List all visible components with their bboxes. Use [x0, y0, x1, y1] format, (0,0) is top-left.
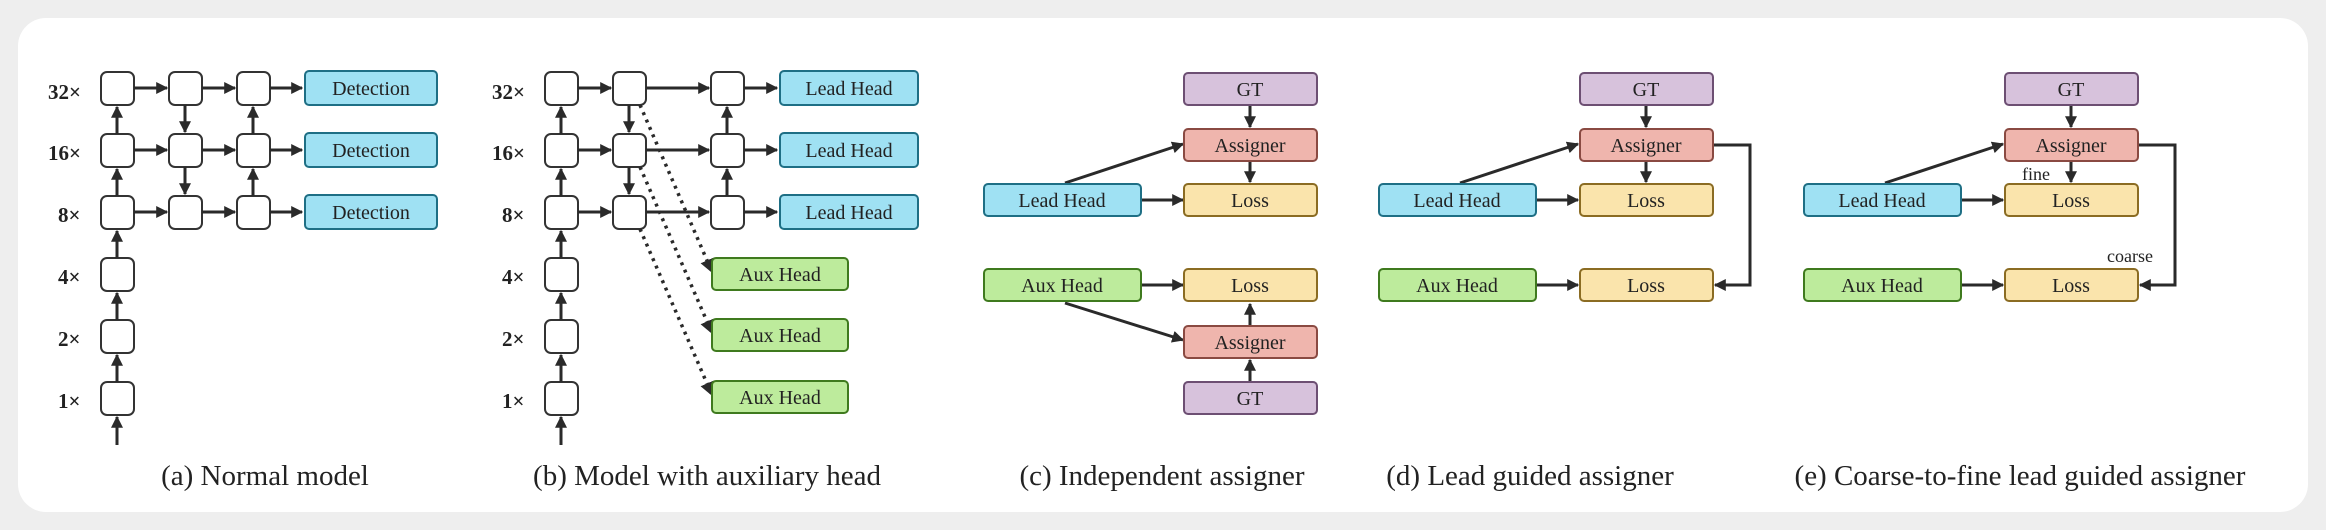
loss-label: Loss — [2052, 275, 2090, 297]
assigner-box: Assigner — [1183, 325, 1318, 359]
aux-head-label: Aux Head — [1416, 275, 1498, 297]
loss-label: Loss — [1231, 190, 1269, 212]
assigner-box: Assigner — [1183, 128, 1318, 162]
caption-d: (d) Lead guided assigner — [1386, 460, 1674, 492]
loss-box: Loss — [2004, 183, 2139, 217]
panel-b-auxiliary-head: 32× 16× 8× 4× 2× 1× — [492, 70, 919, 492]
detection-head: Detection — [304, 194, 438, 230]
lead-head-box: Lead Head — [983, 183, 1142, 217]
gt-label: GT — [1633, 79, 1660, 101]
aux-head-box: Aux Head — [1803, 268, 1962, 302]
detection-head: Detection — [304, 70, 438, 106]
panel-a-normal-model: 32× 16× 8× 4× 2× 1× — [48, 70, 438, 492]
scale-label: 16× — [48, 141, 81, 165]
loss-label: Loss — [1627, 190, 1665, 212]
gt-box: GT — [1183, 72, 1318, 106]
gt-label: GT — [2058, 79, 2085, 101]
panel-c-independent-assigner: GT Assigner Loss Lead Head Aux Head Loss… — [983, 72, 1318, 492]
scale-label: 32× — [48, 80, 81, 104]
aux-head: Aux Head — [711, 318, 849, 352]
lead-head-label: Lead Head — [1838, 190, 1925, 212]
aux-head: Aux Head — [711, 380, 849, 414]
scale-label: 1× — [502, 389, 524, 413]
backbone-nodes — [544, 71, 745, 416]
assigner-label: Assigner — [2035, 135, 2106, 157]
gt-label: GT — [1237, 388, 1264, 410]
aux-head-label: Aux Head — [1021, 275, 1103, 297]
panel-d-arrows — [1459, 106, 1752, 291]
coarse-label: coarse — [2107, 246, 2153, 266]
panel-c-arrows — [1064, 106, 1256, 381]
assigner-label: Assigner — [1214, 135, 1285, 157]
lead-head-label: Lead Head — [805, 78, 892, 100]
panel-e-arrows — [1884, 106, 2177, 291]
detection-label: Detection — [332, 202, 410, 224]
lead-head-box: Lead Head — [1378, 183, 1537, 217]
caption-e: (e) Coarse-to-fine lead guided assigner — [1795, 460, 2246, 492]
panel-a-arrows — [111, 82, 304, 445]
loss-box: Loss — [1183, 183, 1318, 217]
loss-box: Loss — [1579, 268, 1714, 302]
lead-head: Lead Head — [779, 132, 919, 168]
panel-d-lead-guided-assigner: GT Assigner Loss Lead Head Aux Head Loss… — [1378, 72, 1752, 492]
scale-label: 16× — [492, 141, 525, 165]
detection-label: Detection — [332, 78, 410, 100]
scale-label: 8× — [58, 203, 80, 227]
caption-b: (b) Model with auxiliary head — [533, 460, 881, 492]
lead-head-label: Lead Head — [1018, 190, 1105, 212]
scale-label: 1× — [58, 389, 80, 413]
lead-head-label: Lead Head — [805, 140, 892, 162]
loss-box: Loss — [2004, 268, 2139, 302]
loss-label: Loss — [2052, 190, 2090, 212]
lead-head: Lead Head — [779, 70, 919, 106]
scale-label: 32× — [492, 80, 525, 104]
backbone-nodes — [100, 71, 271, 416]
loss-label: Loss — [1231, 275, 1269, 297]
gt-box: GT — [2004, 72, 2139, 106]
detection-label: Detection — [332, 140, 410, 162]
aux-head: Aux Head — [711, 257, 849, 291]
scale-label: 4× — [502, 265, 524, 289]
scale-label: 2× — [58, 327, 80, 351]
scale-label: 2× — [502, 327, 524, 351]
detection-head: Detection — [304, 132, 438, 168]
panel-e-coarse-to-fine-assigner: GT Assigner fine Loss Lead Head coarse A… — [1795, 72, 2246, 492]
caption-a: (a) Normal model — [161, 460, 369, 492]
lead-head-label: Lead Head — [805, 202, 892, 224]
panel-b-arrows — [555, 82, 779, 445]
aux-head-label: Aux Head — [1841, 275, 1923, 297]
loss-box: Loss — [1183, 268, 1318, 302]
auxiliary-dotted-arrows — [638, 104, 714, 397]
assigner-box: Assigner — [1579, 128, 1714, 162]
aux-head-box: Aux Head — [983, 268, 1142, 302]
lead-head: Lead Head — [779, 194, 919, 230]
aux-head-label: Aux Head — [739, 325, 821, 347]
fine-label: fine — [2022, 164, 2050, 184]
scale-label: 4× — [58, 265, 80, 289]
aux-head-label: Aux Head — [739, 264, 821, 286]
assigner-box: Assigner — [2004, 128, 2139, 162]
scale-label: 8× — [502, 203, 524, 227]
lead-head-box: Lead Head — [1803, 183, 1962, 217]
assigner-label: Assigner — [1214, 332, 1285, 354]
assigner-label: Assigner — [1610, 135, 1681, 157]
loss-label: Loss — [1627, 275, 1665, 297]
gt-label: GT — [1237, 79, 1264, 101]
aux-head-label: Aux Head — [739, 387, 821, 409]
gt-box: GT — [1183, 381, 1318, 415]
lead-head-label: Lead Head — [1413, 190, 1500, 212]
loss-box: Loss — [1579, 183, 1714, 217]
gt-box: GT — [1579, 72, 1714, 106]
caption-c: (c) Independent assigner — [1019, 460, 1304, 492]
aux-head-box: Aux Head — [1378, 268, 1537, 302]
